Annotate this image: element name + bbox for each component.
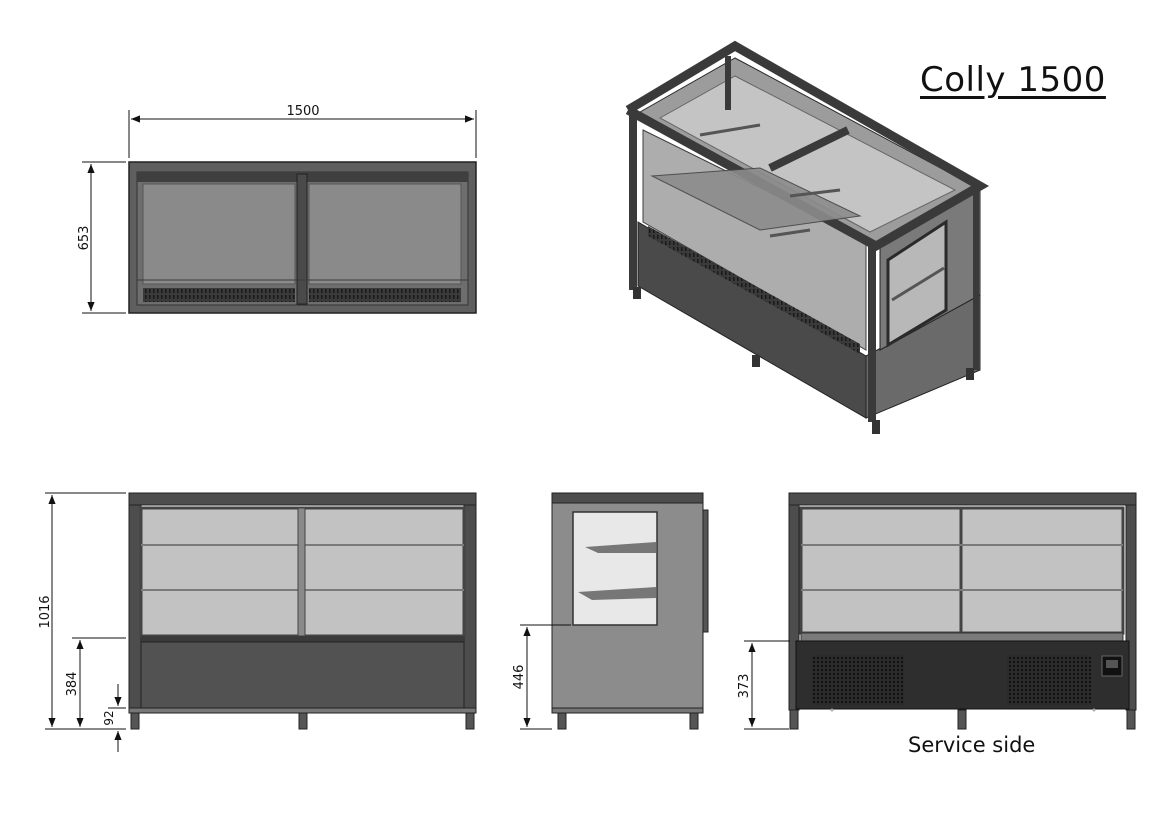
front-view bbox=[128, 492, 477, 730]
service-side-view bbox=[788, 492, 1137, 730]
width-label: 1500 bbox=[286, 104, 319, 119]
side-height-label: 446 bbox=[512, 665, 527, 690]
side-height-dimension: 446 bbox=[512, 624, 571, 730]
service-height-label: 373 bbox=[737, 674, 752, 699]
height-total-label: 1016 bbox=[38, 595, 53, 628]
glass-base-label: 384 bbox=[65, 672, 80, 697]
service-side-caption: Service side bbox=[908, 733, 1036, 757]
leg-height-dimension: 92 bbox=[102, 684, 126, 752]
width-dimension: 1500 bbox=[128, 104, 477, 158]
height-total-dimension: 1016 bbox=[38, 492, 126, 730]
top-view bbox=[128, 161, 477, 314]
model-title: Colly 1500 bbox=[920, 60, 1106, 100]
depth-label: 653 bbox=[77, 226, 92, 251]
side-view bbox=[551, 492, 709, 730]
depth-dimension: 653 bbox=[77, 161, 126, 314]
leg-height-label: 92 bbox=[102, 710, 116, 725]
service-height-dimension: 373 bbox=[737, 640, 790, 730]
isometric-view bbox=[625, 40, 990, 434]
glass-base-dimension: 384 bbox=[65, 637, 126, 727]
